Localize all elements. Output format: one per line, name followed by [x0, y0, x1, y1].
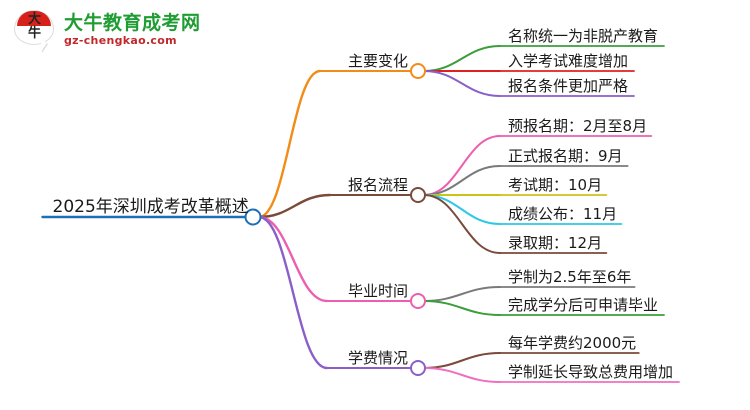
leaf-label-1-2: 考试期：10月	[508, 176, 602, 194]
connector-branch-1-leaf-3	[423, 194, 501, 225]
speech-bubble-logo-icon: 大 牛	[14, 9, 56, 52]
leaf-label-1-4: 录取期：12月	[508, 234, 602, 252]
branch-node-0[interactable]	[410, 63, 426, 79]
site-url: gz-chengkao.com	[64, 34, 177, 47]
branch-label-1: 报名流程	[348, 176, 408, 194]
leaf-label-3-1: 学制延长导致总费用增加	[508, 363, 673, 381]
branch-label-0: 主要变化	[348, 52, 408, 70]
logo-mark-text: 大 牛	[14, 13, 54, 41]
branch-node-1[interactable]	[410, 187, 426, 203]
root-node[interactable]	[244, 208, 262, 226]
root-label: 2025年深圳成考改革概述	[53, 197, 249, 217]
leaf-label-0-1: 入学考试难度增加	[508, 52, 628, 70]
logo-mark-line1: 大	[27, 12, 41, 27]
connector-branch-1-leaf-1	[423, 165, 501, 196]
connector-branch-1-leaf-4	[423, 194, 501, 254]
connector-branch-2-leaf-0	[423, 286, 501, 302]
logo-wordmark: 大牛教育成考网 gz-chengkao.com	[64, 12, 201, 48]
site-logo: 大 牛 大牛教育成考网 gz-chengkao.com	[14, 6, 344, 54]
connector-branch-0-leaf-2	[423, 70, 501, 97]
logo-mark-line2: 牛	[27, 26, 41, 41]
leaf-label-2-0: 学制为2.5年至6年	[508, 268, 631, 286]
connector-branch-3-leaf-1	[423, 367, 501, 383]
logo-bubble-cap	[17, 11, 51, 26]
leaf-label-3-0: 每年学费约2000元	[508, 334, 636, 352]
connector-branch-1-leaf-0	[423, 135, 501, 196]
leaf-label-1-3: 成绩公布：11月	[508, 205, 617, 223]
connector-branch-0-leaf-0	[423, 45, 501, 72]
branch-node-3[interactable]	[410, 360, 426, 376]
mindmap-underlines	[41, 45, 680, 383]
connector-root-to-branch-2	[257, 215, 329, 303]
connector-branch-3-leaf-0	[423, 352, 501, 369]
connector-root-to-branch-1	[257, 193, 332, 219]
leaf-label-0-0: 名称统一为非脱产教育	[508, 27, 658, 45]
connector-root-to-branch-0	[257, 69, 322, 219]
branch-label-2: 毕业时间	[348, 282, 408, 300]
mindmap-labels: 2025年深圳成考改革概述 主要变化 名称统一为非脱产教育入学考试难度增加报名条件更…	[53, 27, 673, 381]
leaf-label-0-2: 报名条件更加严格	[508, 77, 628, 95]
leaf-label-2-1: 完成学分后可申请毕业	[508, 296, 658, 314]
branch-node-2[interactable]	[410, 293, 426, 309]
connector-root-to-branch-3	[257, 215, 329, 370]
site-name: 大牛教育成考网	[64, 12, 201, 34]
leaf-label-1-0: 预报名期：2月至8月	[508, 117, 647, 135]
mindmap-connectors	[257, 45, 501, 383]
leaf-label-1-1: 正式报名期：9月	[508, 147, 623, 165]
logo-bubble-tail	[41, 38, 47, 52]
branch-label-3: 学费情况	[348, 349, 408, 367]
connector-branch-2-leaf-1	[423, 300, 501, 316]
mindmap-nodes	[244, 63, 426, 376]
